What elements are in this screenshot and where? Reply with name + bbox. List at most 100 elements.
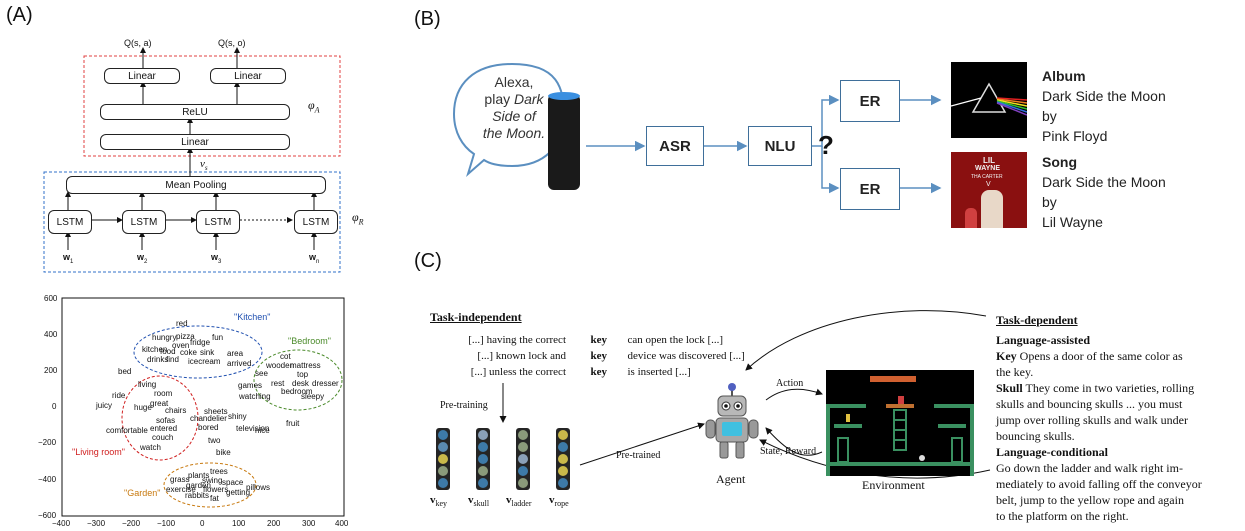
vector-key [436,428,450,490]
word-label: mattress [290,361,321,370]
vector-sub: ladder [511,499,532,509]
alexa-diagram: Alexa, play Dark Side of the Moon. ASR N… [440,50,1040,240]
skull-desc-4: bouncing skulls. [996,429,1075,443]
phi-r-label: φR [352,210,364,226]
word-label: pizza [176,332,195,341]
q-sa-label: Q(s, a) [124,38,152,48]
word-label: rabbits [185,491,210,500]
game-scene [826,370,974,476]
vector-skull [476,428,490,490]
song-info: Song Dark Side the Moon by Lil Wayne [1042,152,1166,232]
input-w2: w2 [137,252,147,265]
cluster-label-bedroom: "Bedroom" [288,336,331,346]
sentence-post: is inserted [...] [627,366,691,378]
word-label: arrived [227,359,252,368]
skull-desc-2: skulls and bouncing skulls ... you must [996,397,1183,411]
input-w1-sub: 1 [70,258,74,265]
word-label: garden [186,481,211,490]
cover2-line-4: V [986,181,991,188]
xtick-label: 0 [200,519,205,528]
word-label: chairs [165,406,187,415]
bubble-line-4: the Moon. [482,125,546,141]
ytick-label: 0 [52,402,57,411]
cond-line-3: belt, jump to the yellow rope and again [996,493,1184,507]
relu-box: ReLU [100,104,290,120]
sentence-row: [...] known lock and key device was disc… [436,350,756,362]
speech-bubble-text: Alexa, play Dark Side of the Moon. [470,74,558,142]
v-s-sub: s [204,164,208,173]
word-label: exercise [166,485,196,494]
album-by: by [1042,108,1057,124]
cond-line-1: Go down the ladder and walk right im- [996,461,1183,475]
task-dependent-heading: Task-dependent [996,313,1078,327]
vector-v: v [506,494,512,506]
vector-label-ladder: vladder [506,494,532,508]
word-label: great [150,399,169,408]
linear-box-left: Linear [104,68,180,84]
word-label: ride [112,391,126,400]
xtick-label: −300 [87,519,106,528]
sentence-key: key [590,350,608,362]
input-w3: w3 [211,252,221,265]
word-label: flowers [203,485,229,494]
word-label: bike [216,448,231,457]
word-label: watch [140,443,161,452]
word-label: room [154,389,173,398]
album-title: Dark Side the Moon [1042,88,1166,104]
input-w1-symbol: w [63,252,71,262]
input-w2-symbol: w [137,252,145,262]
sentence-pre: [...] unless the correct [470,366,566,378]
cond-line-2: mediately to avoid falling off the conve… [996,477,1202,491]
vector-ladder [516,428,530,490]
vector-v: v [468,494,474,506]
agent-label: Agent [716,472,746,486]
key-desc-line1: Key Opens a door of the same color as [996,348,1241,364]
word-label: grass [170,475,190,484]
question-mark: ? [818,130,834,160]
sentence-pre: [...] having the correct [468,334,566,346]
cluster-label-living: "Living room" [72,447,125,457]
word-label: two [208,436,221,445]
bubble-italic-1: Dark [514,91,544,107]
key-desc-1: Opens a door of the same color as [1019,349,1183,363]
ytick-label: −600 [38,511,57,520]
word-label: entered [150,424,178,433]
input-w3-sub: 3 [218,258,222,265]
word-label: dresser [312,379,339,388]
state-reward-label: State, Reward [760,446,817,457]
word-label: getting [226,488,251,497]
album-type: Album [1042,68,1086,84]
word-label: area [227,349,244,358]
vector-sub: skull [473,499,490,509]
word-label: sleepy [301,392,325,401]
word-label: bed [118,367,132,376]
environment-label: Environment [862,478,925,492]
word-label: sink [200,348,215,357]
word-embedding-scatter: 600 400 200 0 −200 −400 −600 −400 −300 −… [0,290,400,531]
lang-assisted-heading: Language-assisted [996,333,1091,347]
asr-box: ASR [646,126,704,166]
skull-desc-3: jump over rolling skulls and walk under [996,413,1188,427]
scatter-frame [61,297,345,517]
xtick-label: −100 [157,519,176,528]
xtick-label: 400 [335,519,349,528]
action-label: Action [776,378,804,389]
v-s-label: vs [200,158,208,172]
xtick-label: 100 [232,519,246,528]
phi-a-sub: A [314,105,320,115]
word-label: see [255,369,268,378]
lstm-box-n: LSTM [294,210,338,234]
word-label: top [297,370,309,379]
word-label: icecream [188,357,221,366]
xtick-label: 200 [267,519,281,528]
input-wn: wn [309,252,319,265]
input-w1: w1 [63,252,73,265]
er-box-top: ER [840,80,900,122]
er-box-bottom: ER [840,168,900,210]
phi-a-label: φA [308,98,320,114]
vector-label-key: vkey [430,494,447,508]
word-label: hungry [152,333,177,342]
sentence-post: device was discovered [...] [627,350,745,362]
sentence-key: key [590,334,608,346]
word-label: juicy [96,401,113,410]
